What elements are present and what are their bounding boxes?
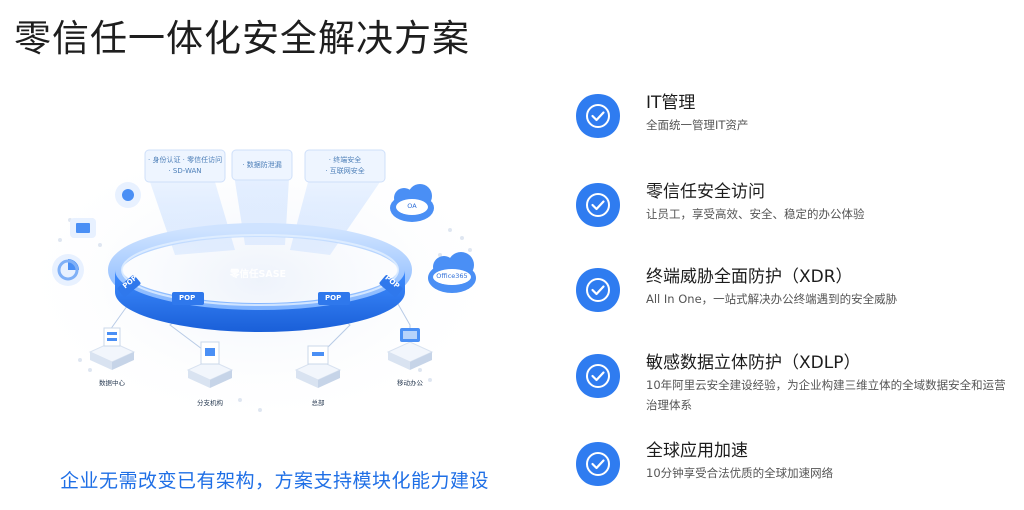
- tag-identity: · 身份认证 · 零信任访问 · SD-WAN: [148, 155, 222, 177]
- tag-box-endpoint: [304, 149, 386, 183]
- check-badge-icon: [576, 94, 620, 138]
- tag-dlp: · 数据防泄漏: [234, 160, 290, 171]
- cloud-label-office365: Office365: [436, 272, 468, 280]
- feature-title: 敏感数据立体防护（XDLP）: [646, 353, 861, 373]
- check-badge-icon: [576, 442, 620, 486]
- feature-desc: 全面统一管理IT资产: [646, 118, 749, 132]
- node-label-datacenter: 数据中心: [99, 379, 125, 387]
- check-badge-icon: [576, 354, 620, 398]
- node-label-mobile: 移动办公: [397, 379, 423, 387]
- feature-desc: 10年阿里云安全建设经验，为企业构建三维立体的全域数据安全和运营治理体系: [646, 378, 1006, 412]
- tag-endpoint-line2: · 互联网安全: [325, 167, 365, 175]
- feature-title: 全球应用加速: [646, 441, 748, 461]
- feature-desc: 让员工，享受高效、安全、稳定的办公体验: [646, 207, 865, 221]
- check-badge-icon: [576, 268, 620, 312]
- check-badge-icon: [576, 183, 620, 227]
- tag-box-identity: [144, 149, 226, 183]
- tag-endpoint: · 终端安全 · 互联网安全: [308, 155, 382, 177]
- tag-dlp-line1: · 数据防泄漏: [242, 161, 282, 169]
- tag-identity-line2: · SD-WAN: [168, 167, 202, 175]
- ring-label: 零信任SASE: [230, 269, 287, 280]
- feature-title: 终端威胁全面防护（XDR）: [646, 267, 853, 287]
- feature-desc: 10分钟享受合法优质的全球加速网络: [646, 466, 834, 480]
- tag-endpoint-line1: · 终端安全: [328, 156, 362, 164]
- diagram-graphics: [10, 130, 510, 430]
- node-label-branch: 分支机构: [197, 399, 223, 407]
- feature-title: IT管理: [646, 93, 696, 113]
- floating-icons-left: [52, 182, 141, 286]
- sase-architecture-diagram: · 身份认证 · 零信任访问 · SD-WAN · 数据防泄漏 · 终端安全 ·…: [0, 70, 560, 450]
- cloud-oa: [390, 184, 434, 222]
- page-title: 零信任一体化安全解决方案: [14, 17, 470, 60]
- pop-pads: [117, 275, 403, 305]
- ring-band: [115, 270, 405, 332]
- node-platforms: [88, 327, 434, 388]
- cloud-label-oa: OA: [407, 202, 417, 210]
- pop-label-3: POP: [325, 294, 342, 302]
- node-label-hq: 总部: [311, 399, 325, 407]
- feature-title: 零信任安全访问: [646, 182, 765, 202]
- tag-identity-line1: · 身份认证 · 零信任访问: [148, 156, 223, 164]
- tag-box-dlp: [231, 149, 293, 181]
- cloud-office365: [428, 252, 476, 293]
- pop-label-2: POP: [179, 294, 196, 302]
- feature-desc: All In One，一站式解决办公终端遇到的安全威胁: [646, 292, 898, 306]
- ring-inner-edge: [121, 234, 399, 306]
- footer-caption: 企业无需改变已有架构，方案支持模块化能力建设: [60, 470, 490, 492]
